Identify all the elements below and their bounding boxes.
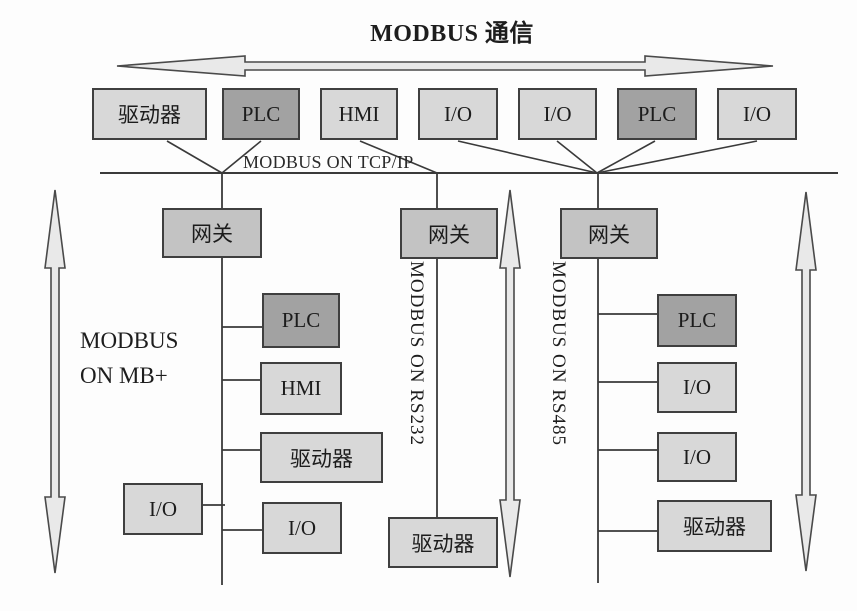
device-box-io: I/O	[657, 362, 737, 413]
branch1-stub-lines	[203, 326, 262, 531]
device-box-io: I/O	[262, 502, 342, 554]
device-box-plc: PLC	[657, 294, 737, 347]
device-box-plc: PLC	[617, 88, 697, 140]
device-box-driver: 驱动器	[92, 88, 207, 140]
device-label: I/O	[543, 101, 572, 126]
device-label: I/O	[149, 496, 177, 521]
device-box-io: I/O	[123, 483, 203, 535]
connector-line	[596, 140, 758, 174]
gateway-label: 网关	[588, 222, 630, 247]
device-label: HMI	[338, 101, 380, 126]
connector-line	[596, 140, 656, 174]
device-label: I/O	[683, 444, 711, 469]
device-label: 驱动器	[290, 446, 353, 471]
device-label: I/O	[288, 515, 316, 540]
gateway-label: 网关	[428, 222, 470, 247]
device-label: I/O	[444, 101, 472, 126]
device-box-plc: PLC	[222, 88, 300, 140]
device-box-hmi: HMI	[320, 88, 398, 140]
device-box-hmi: HMI	[260, 362, 342, 415]
protocol-label-rs485: MODBUS ON RS485	[548, 261, 569, 446]
vertical-double-arrow-icon	[44, 189, 66, 574]
device-label: 驱动器	[118, 103, 181, 127]
connector-line	[166, 140, 223, 174]
device-label: 驱动器	[411, 531, 475, 556]
device-label: PLC	[677, 308, 717, 332]
gateway-box: 网关	[162, 208, 262, 258]
device-box-driver: 驱动器	[260, 432, 383, 483]
device-box-io: I/O	[657, 432, 737, 482]
device-box-plc: PLC	[262, 293, 340, 348]
device-box-io: I/O	[418, 88, 498, 140]
device-label: I/O	[683, 375, 711, 399]
device-box-driver: 驱动器	[657, 500, 772, 552]
top-row-connector-lines	[166, 140, 758, 174]
connector-line	[221, 140, 262, 174]
connector-line	[359, 140, 438, 174]
diagram-title: MODBUS 通信	[370, 21, 534, 47]
device-label: PLC	[281, 308, 321, 332]
gateway-label: 网关	[191, 222, 233, 246]
device-label: PLC	[241, 101, 281, 126]
vertical-double-arrow-icon	[795, 191, 817, 572]
gateway-box: 网关	[400, 208, 498, 259]
device-label: PLC	[637, 101, 677, 126]
connector-line	[457, 140, 598, 174]
device-label: 驱动器	[683, 515, 746, 539]
gateway-box: 网关	[560, 208, 658, 259]
horizontal-double-arrow-icon	[116, 55, 774, 77]
protocol-label-mbplus: MODBUS ON MB+	[80, 328, 179, 388]
vertical-double-arrow-icon	[499, 189, 521, 578]
device-label: I/O	[743, 101, 771, 126]
connector-line	[556, 140, 598, 174]
branch3-stub-lines	[598, 313, 657, 532]
device-box-driver: 驱动器	[388, 517, 498, 568]
device-box-io: I/O	[717, 88, 797, 140]
device-label: HMI	[280, 376, 322, 400]
protocol-label-rs232: MODBUS ON RS232	[406, 261, 427, 446]
device-box-io: I/O	[518, 88, 597, 140]
tcpip-bus-label: MODBUS ON TCP/IP	[243, 152, 414, 172]
